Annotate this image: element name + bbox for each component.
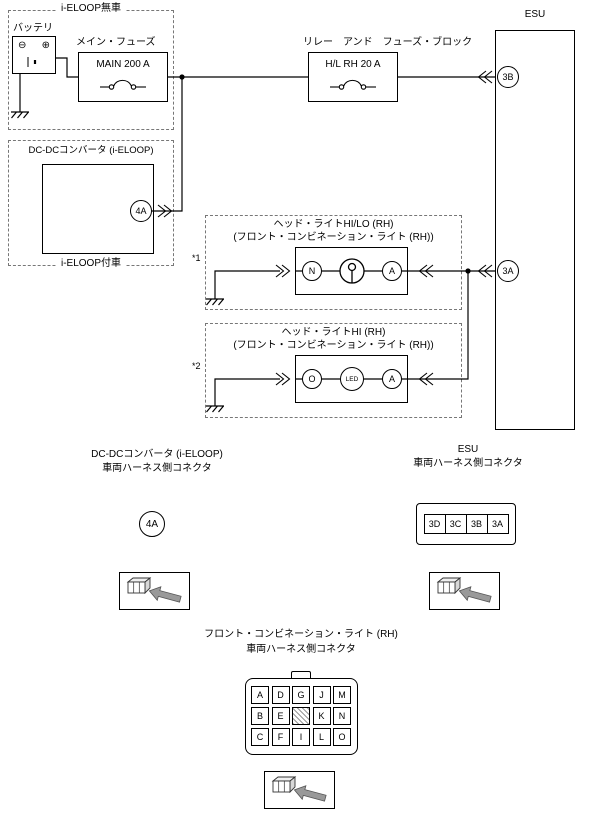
- hi-pin-o: O: [302, 369, 322, 389]
- connector-pin-cell: 3C: [444, 514, 467, 534]
- pin-row: A D G J M: [251, 686, 351, 704]
- connector-pin-cell: G: [292, 686, 310, 704]
- footnote-1: *1: [192, 253, 201, 263]
- esu-label: ESU: [524, 9, 546, 20]
- removal-arrow-icon: [293, 785, 327, 802]
- with-ieloop-label: i-ELOOP付車: [8, 258, 174, 270]
- connector-pin-cell: K: [312, 707, 331, 725]
- hi-title: ヘッド・ライトHI (RH): [281, 327, 386, 338]
- main-fuse-label: メイン・フューズ: [76, 37, 156, 48]
- battery-minus-terminal-icon: ⊖: [18, 40, 27, 51]
- front-combo-subtitle: 車両ハーネス側コネクタ: [246, 644, 356, 655]
- hi-pin-a: A: [382, 369, 402, 389]
- esu-connector-subtitle: 車両ハーネス側コネクタ: [413, 458, 523, 469]
- hilo-dashed-box: [205, 215, 462, 310]
- connector-pin-cell: I: [292, 728, 310, 746]
- main-fuse-value: MAIN 200 A: [96, 59, 150, 70]
- connector-pin-cell: C: [251, 728, 269, 746]
- battery-symbol: ⊖ ⊕: [12, 36, 56, 74]
- connector-pin-cell: 3B: [465, 514, 488, 534]
- battery-plus-terminal-icon: ⊕: [41, 40, 50, 51]
- esu-connector-face: 3D 3C 3B 3A: [416, 503, 516, 545]
- connector-pin-cell: E: [271, 707, 290, 725]
- plug-body-icon: [126, 577, 151, 595]
- connector-plug-icon: [436, 577, 492, 603]
- hilo-subtitle: (フロント・コンビネーション・ライト (RH)): [233, 232, 434, 243]
- connector-pin-cell: D: [271, 686, 290, 704]
- dcdc-connector-title: DC-DCコンバータ (i-ELOOP): [91, 449, 223, 460]
- pin-row: B E K N: [251, 707, 351, 725]
- esu-connector-title: ESU: [457, 444, 479, 455]
- relay-fuse-block-label: リレー アンド フューズ・ブロック: [303, 37, 473, 48]
- hl-fuse-box: [308, 52, 398, 102]
- front-combo-plug-iconbox: [264, 771, 335, 809]
- front-combo-title: フロント・コンビネーション・ライト (RH): [204, 629, 398, 640]
- dcdc-connector-pin-4a: 4A: [139, 511, 165, 537]
- hilo-pin-a: A: [382, 261, 402, 281]
- plug-body-icon: [271, 776, 296, 794]
- esu-pin-3a: 3A: [497, 260, 519, 282]
- hilo-title: ヘッド・ライトHI/LO (RH): [273, 219, 394, 230]
- connector-pin-cell: J: [312, 686, 331, 704]
- hi-subtitle: (フロント・コンビネーション・ライト (RH)): [233, 340, 434, 351]
- no-ieloop-label: i-ELOOP無車: [8, 3, 174, 15]
- junction-dot: [465, 268, 471, 274]
- esu-pin-3b: 3B: [497, 66, 519, 88]
- connector-pin-cell: N: [333, 707, 351, 725]
- led-icon: LED: [340, 367, 364, 391]
- esu-box: [495, 30, 575, 430]
- dcdc-connector-subtitle: 車両ハーネス側コネクタ: [102, 463, 212, 474]
- front-combo-connector-face: A D G J M B E K N C F I L O: [245, 678, 358, 755]
- connector-pin-cell: M: [333, 686, 351, 704]
- front-combo-pin-grid: A D G J M B E K N C F I L O: [251, 686, 351, 746]
- esu-plug-iconbox: [429, 572, 500, 610]
- connector-plug-icon: [126, 577, 182, 603]
- connector-chevron-icon: [477, 70, 493, 84]
- hl-fuse-value: H/L RH 20 A: [325, 59, 381, 70]
- connector-pin-cell: A: [251, 686, 269, 704]
- dcdc-label: DC-DCコンバータ (i-ELOOP): [28, 145, 154, 156]
- dcdc-pin-4a: 4A: [130, 200, 152, 222]
- connector-pin-cell: B: [251, 707, 269, 725]
- connector-blocked-cell: [292, 707, 310, 725]
- connector-chevron-icon: [477, 264, 493, 278]
- plug-body-icon: [436, 577, 461, 595]
- esu-connector-cells: 3D 3C 3B 3A: [423, 514, 509, 534]
- removal-arrow-icon: [458, 586, 492, 603]
- connector-pin-cell: 3D: [423, 514, 446, 534]
- connector-pin-cell: O: [333, 728, 351, 746]
- connector-pin-cell: L: [312, 728, 331, 746]
- battery-label: バッテリ: [13, 23, 53, 34]
- removal-arrow-icon: [148, 586, 182, 603]
- dcdc-plug-iconbox: [119, 572, 190, 610]
- connector-pin-cell: 3A: [486, 514, 509, 534]
- connector-plug-icon: [271, 776, 327, 802]
- pin-row: C F I L O: [251, 728, 351, 746]
- connector-pin-cell: F: [271, 728, 290, 746]
- junction-dot: [179, 74, 185, 80]
- footnote-2: *2: [192, 361, 201, 371]
- hilo-pin-n: N: [302, 261, 322, 281]
